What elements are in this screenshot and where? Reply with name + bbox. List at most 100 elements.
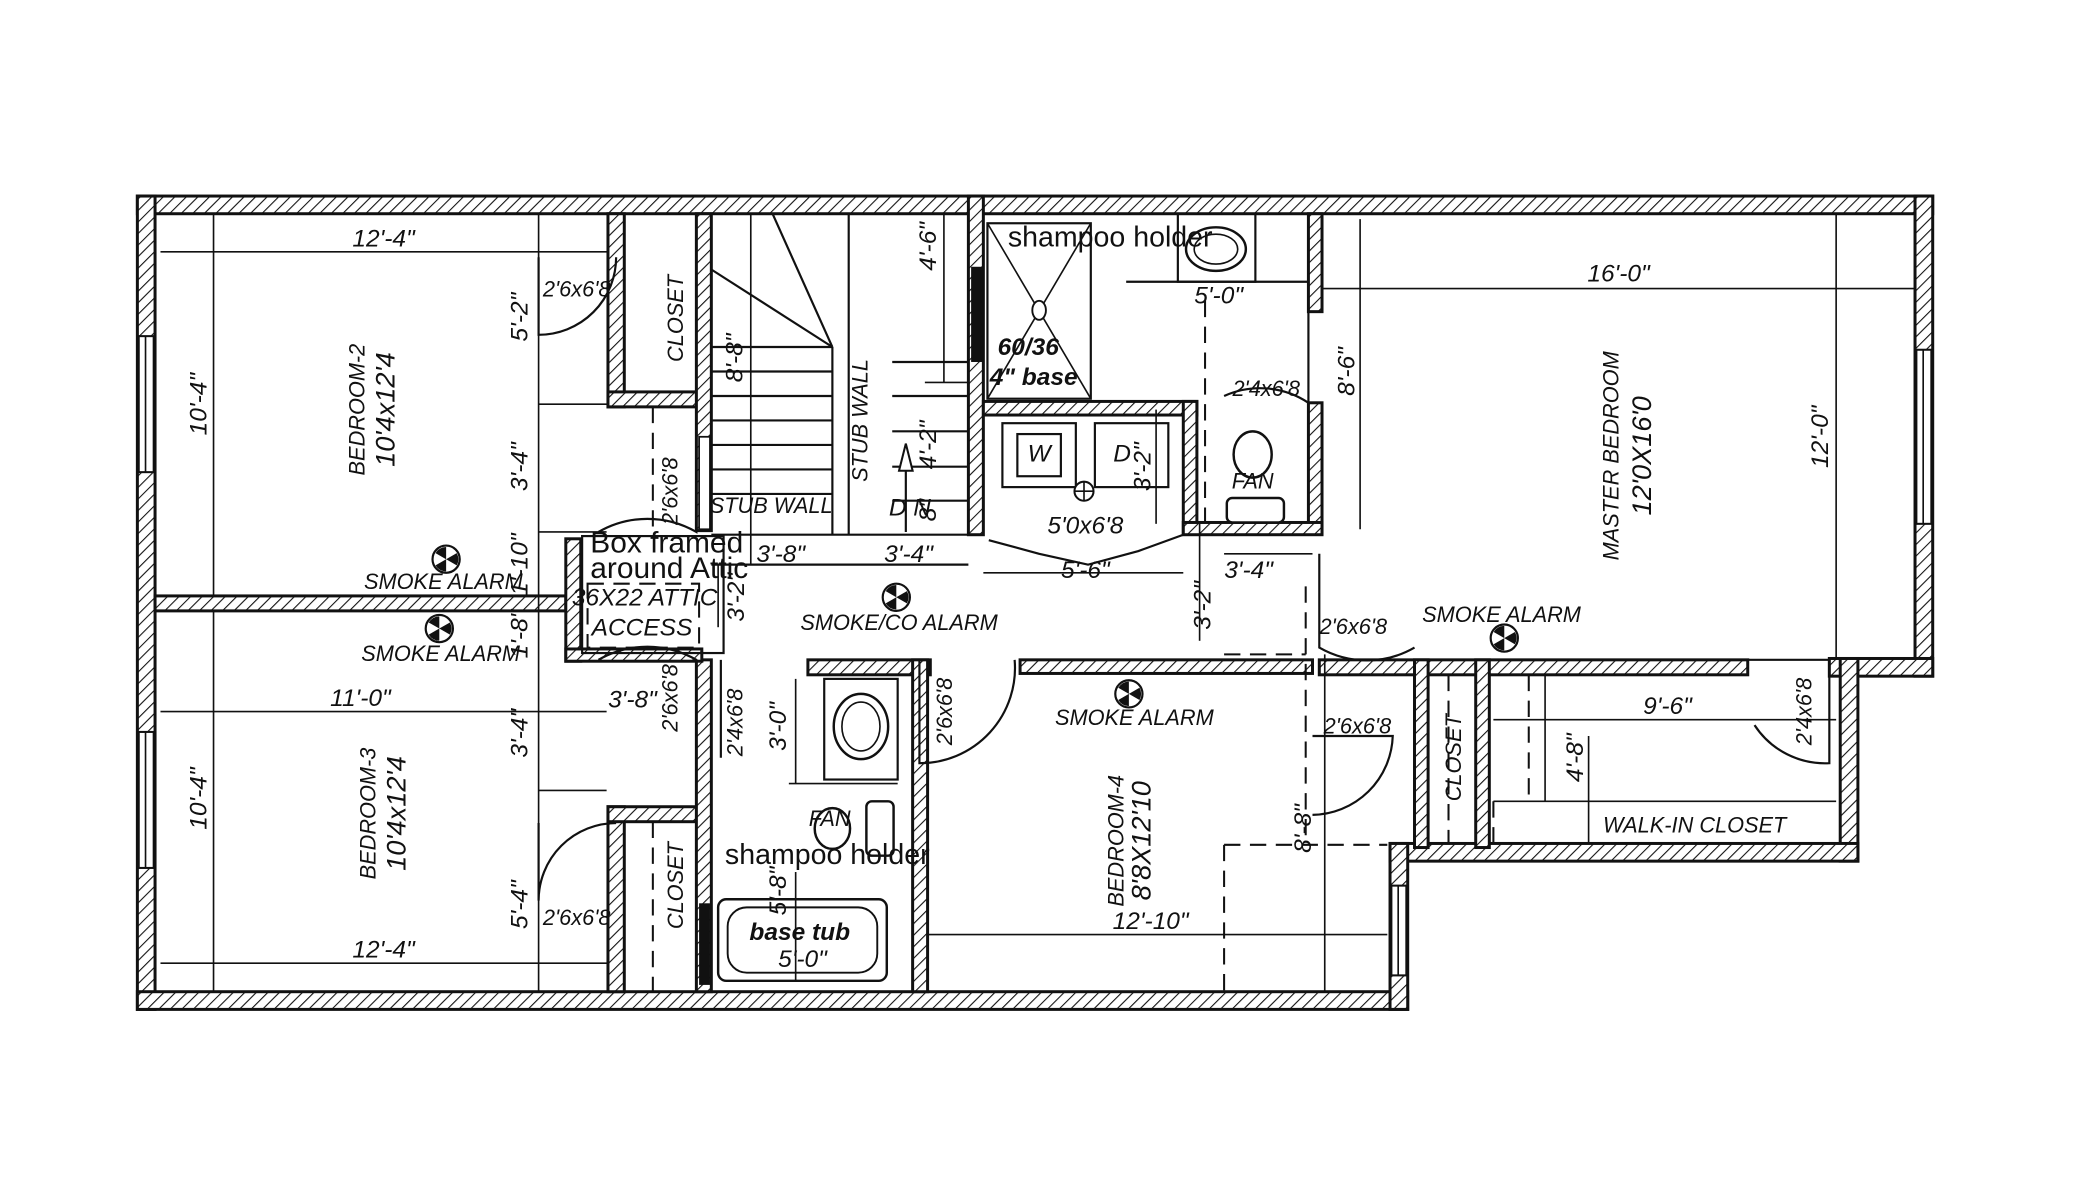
shower-base-label: 4" base [989,364,1078,391]
walkin-closet-label: WALK-IN CLOSET [1603,813,1788,838]
dimension-labels: 12'-4" 10'-4" 5'-2" 3'-4" 1'-10" 1'-8" 1… [186,221,1834,964]
fan-label-bath: FAN [809,806,851,831]
door-label-bath2: 2'4x6'8 [723,689,748,758]
dim-hall-1-8: 1'-8" [507,608,534,658]
windows [137,266,1933,985]
smoke-alarm-icon [424,613,455,644]
washer-dryer [1001,422,1170,502]
attic-access-label-2: ACCESS [590,614,693,641]
attic-access [581,534,725,655]
dim-b2-hall: 3'-4" [507,441,534,491]
door-label-b3: 2'6x6'8 [542,905,611,930]
dim-hall-3-4: 3'-4" [884,541,934,568]
room-size-bedroom3: 10'4x12'4 [380,756,411,871]
smoke-alarm-icons [424,544,1519,709]
dryer-label: D [1113,440,1131,467]
attic-access-label-1: 36X22 ATTIC [572,584,718,611]
closet-label-master: CLOSET [1441,713,1466,802]
smoke-co-alarm-label: SMOKE/CO ALARM [800,610,998,635]
shampoo-holder-label-1: shampoo holder [1008,221,1213,253]
door-label-ensuite: 2'4x6'8 [1231,376,1300,401]
dim-stair-width: 4'-6" [915,221,942,271]
base-tub-label: base tub [749,919,850,946]
washer-label: W [1028,440,1054,467]
stub-wall-label-1: STUB WALL [710,493,833,518]
dim-walkin-depth: 4'-8" [1562,732,1589,782]
ensuite-sink [1126,212,1309,283]
dim-b2-depth: 10'-4" [186,372,213,436]
door-label-b2: 2'6x6'8 [542,277,611,302]
dim-b3-hall: 3'-4" [507,708,534,758]
down-label: D N [889,495,931,522]
room-size-bedroom2: 10'4x12'4 [369,352,400,467]
dim-ensuite-8-6: 8'-6" [1334,346,1361,396]
smoke-alarm-label-1: SMOKE ALARM [364,569,524,594]
annotation-labels: SMOKE ALARM SMOKE ALARM SMOKE/CO ALARM S… [361,221,1581,973]
dim-b3-closet: 5'-4" [507,879,534,929]
dim-master-width: 16'-0" [1587,261,1651,288]
dim-bath-5-8: 5'-8" [765,865,792,915]
dim-b2-width: 12'-4" [352,225,416,252]
door-labels: 2'6x6'8 2'6x6'8 2'6x6'8 2'6x6'8 2'4x6'8 … [542,277,1817,930]
room-size-master: 12'0X16'0 [1626,396,1657,515]
dim-hall-1-10: 1'-10" [507,532,534,596]
fan-label-ensuite: FAN [1232,468,1274,493]
door-label-hall-2: 2'6x6'8 [657,664,682,733]
smoke-alarm-icon [1489,623,1519,653]
room-labels: BEDROOM-2 10'4x12'4 BEDROOM-3 10'4x12'4 … [345,273,1789,929]
stub-wall-label-2: STUB WALL [848,359,873,482]
dim-hall-3-8a: 3'-8" [756,541,806,568]
shower-stall [986,222,1092,400]
smoke-alarm-icon [881,582,911,612]
door-label-walkin: 2'4x6'8 [1792,678,1817,747]
smoke-alarm-label-2: SMOKE ALARM [361,641,521,666]
closet-label-b3: CLOSET [663,840,688,929]
door-label-b4: 2'6x6'8 [932,678,957,747]
laundry-door-label: 5'0x6'8 [1047,512,1123,539]
door-label-master-closet: 2'6x6'8 [1323,713,1392,738]
dim-stair-4-2: 4'-2" [915,419,942,469]
smoke-alarm-icon [431,544,461,574]
dim-b3-width-bot: 12'-4" [352,937,416,964]
box-framed-note-2: around Attic [590,552,748,585]
smoke-alarm-label-3: SMOKE ALARM [1055,705,1215,730]
staircase [710,213,969,566]
room-name-bedroom4: BEDROOM-4 [1103,775,1128,907]
smoke-alarm-icon [1114,679,1144,709]
closet-label-b2: CLOSET [663,273,688,362]
dim-b3-width-top: 11'-0" [330,685,392,712]
bath2-fixtures [716,677,899,983]
dim-master-depth: 12'-0" [1807,404,1834,468]
smoke-alarm-label-4: SMOKE ALARM [1422,602,1582,627]
room-size-bedroom4: 8'8X12'10 [1126,781,1157,900]
dim-ensuite-3-2: 3'-2" [1189,580,1216,630]
dim-b2-closet: 5'-2" [507,291,534,341]
shower-size-label: 60/36 [998,334,1060,361]
room-name-bedroom3: BEDROOM-3 [355,748,380,880]
dim-b4-depth: 8'-8" [1290,803,1317,853]
box-framed-note-1: Box framed [590,526,743,559]
shampoo-holder-label-2: shampoo holder [725,839,930,871]
dimension-lines [160,213,1916,992]
dim-ensuite-3-4: 3'-4" [1224,557,1274,584]
dim-laundry-5-6: 5'-6" [1061,557,1111,584]
dim-laundry-3-2: 3'-2" [1130,441,1157,491]
dim-b3-depth: 10'-4" [186,766,213,830]
door-label-master: 2'6x6'8 [1319,614,1388,639]
toilet-ensuite [1225,430,1286,524]
dim-walkin-width: 9'-6" [1643,693,1693,720]
dim-stair-length: 8'-8" [722,332,749,382]
door-label-hall-1: 2'6x6'8 [657,457,682,526]
dim-ensuite-5-0: 5'-0" [1194,282,1244,309]
room-name-bedroom2: BEDROOM-2 [345,344,370,476]
dim-stair-8: 8" [915,498,942,522]
dim-b4-width: 12'-10" [1113,908,1190,935]
tub-length-label: 5'-0" [778,946,828,973]
dim-hall-3-8b: 3'-8" [608,686,658,713]
dim-bath-3-0: 3'-0" [765,701,792,751]
room-name-master: MASTER BEDROOM [1599,350,1624,560]
laundry-bifold-door [983,533,1184,574]
dim-hall-3-2: 3'-2" [723,572,750,622]
doors [537,257,1831,901]
